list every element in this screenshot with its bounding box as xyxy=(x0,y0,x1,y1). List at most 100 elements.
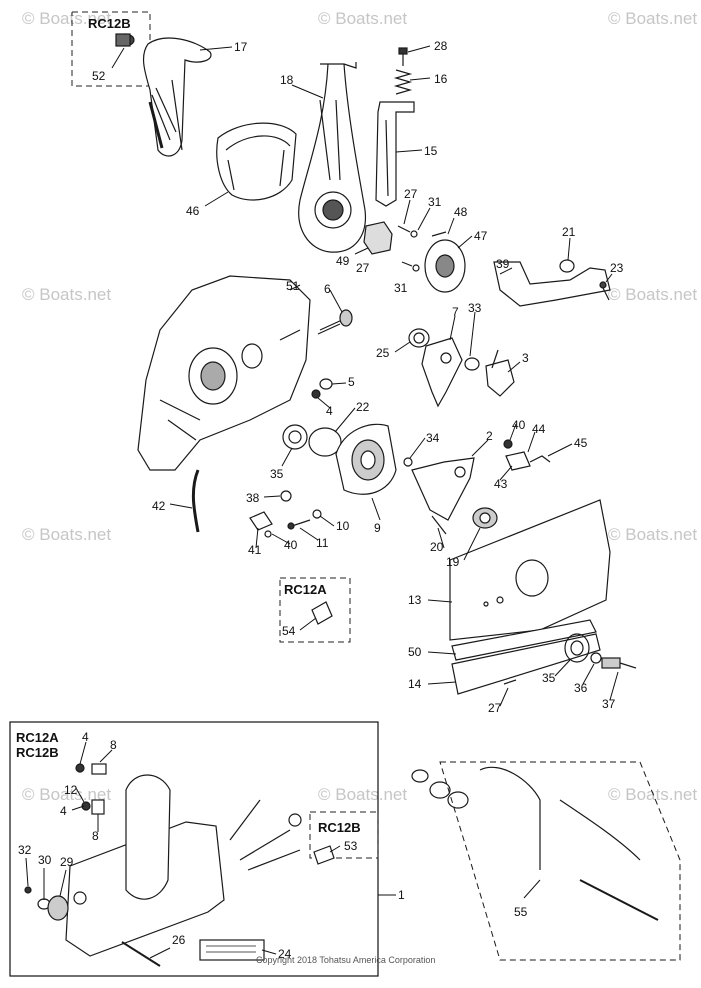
watermark-5: © Boats.net xyxy=(608,285,697,304)
callout-24: 24 xyxy=(278,947,292,961)
callout-14: 14 xyxy=(408,677,422,691)
callout-11: 11 xyxy=(316,536,329,550)
part-9-drum xyxy=(335,423,397,495)
callout-17: 17 xyxy=(234,40,248,54)
copyright-text: Copyright 2018 Tohatsu America Corporati… xyxy=(256,955,435,965)
callout-49: 49 xyxy=(336,254,350,268)
callout-15: 15 xyxy=(424,144,438,158)
callout-34: 34 xyxy=(426,431,440,445)
part-33-washer xyxy=(464,357,480,371)
part-19-bushing xyxy=(472,507,498,529)
callout-13: 13 xyxy=(408,593,422,607)
callout-10: 10 xyxy=(336,519,350,533)
callout-6: 6 xyxy=(324,282,331,296)
callout-41: 41 xyxy=(248,543,262,557)
callout-8-bottom-a: 8 xyxy=(110,738,117,752)
part-37-bolt xyxy=(601,657,637,669)
callout-39: 39 xyxy=(496,257,510,271)
callout-42: 42 xyxy=(152,499,166,513)
callout-22: 22 xyxy=(356,400,370,414)
callout-32: 32 xyxy=(18,843,32,857)
callout-16: 16 xyxy=(434,72,448,86)
part-17-handle-grip xyxy=(142,37,212,157)
watermark-9: © Boats.net xyxy=(318,785,407,804)
rc12a-bottom-label: RC12A xyxy=(16,730,59,745)
watermark-2: © Boats.net xyxy=(318,9,407,28)
part-54-clip xyxy=(311,601,333,625)
part-4-nut xyxy=(311,389,321,399)
bottom-assembly-box: RC12A RC12B RC12B xyxy=(9,721,379,977)
watermark-10: © Boats.net xyxy=(608,785,697,804)
callout-28: 28 xyxy=(434,39,448,53)
callout-30: 30 xyxy=(38,853,52,867)
part-16-spring xyxy=(393,69,413,95)
watermark-4: © Boats.net xyxy=(22,285,111,304)
part-50-gasket xyxy=(451,619,597,661)
callout-38: 38 xyxy=(246,491,260,505)
callout-8-bottom-b: 8 xyxy=(92,829,99,843)
watermark-8: © Boats.net xyxy=(22,785,111,804)
part-42-cable xyxy=(191,469,200,533)
callout-51: 51 xyxy=(286,279,300,293)
rc12b-top-label: RC12B xyxy=(88,16,131,31)
callout-40-lower: 40 xyxy=(284,538,298,552)
part-32-30-29-washers xyxy=(24,886,69,921)
callout-52: 52 xyxy=(92,69,106,83)
callout-36: 36 xyxy=(574,681,588,695)
watermarks: © Boats.net © Boats.net © Boats.net © Bo… xyxy=(22,9,697,804)
callout-47: 47 xyxy=(474,229,488,243)
callout-5: 5 xyxy=(348,375,355,389)
callout-7: 7 xyxy=(452,305,459,319)
part-6-bolt xyxy=(317,309,353,335)
callout-27-upper-b: 27 xyxy=(356,261,370,275)
callout-numbers: 52 17 18 28 16 15 46 27 31 48 47 49 27 3… xyxy=(18,39,624,961)
part-27-screw-lower xyxy=(503,679,517,685)
part-10-nut xyxy=(312,509,322,519)
callout-35-upper: 35 xyxy=(270,467,284,481)
rc12b-bottom-label: RC12B xyxy=(16,745,59,760)
part-52-knob xyxy=(115,33,135,47)
part-15-rod xyxy=(375,101,415,207)
part-20-screw xyxy=(431,515,447,535)
callout-31-upper-b: 31 xyxy=(394,281,408,295)
callout-35-lower: 35 xyxy=(542,671,556,685)
part-39-bracket xyxy=(493,259,611,307)
part-27-31-screws-upper xyxy=(397,225,447,272)
rc12b-inner-label: RC12B xyxy=(318,820,361,835)
part-14-plate xyxy=(451,633,601,695)
part-46-cover xyxy=(216,122,297,201)
part-35-seal-upper xyxy=(282,424,308,450)
part-51-housing xyxy=(137,275,311,471)
watermark-7: © Boats.net xyxy=(608,525,697,544)
part-24-label xyxy=(199,939,265,961)
callout-50: 50 xyxy=(408,645,422,659)
part-49-block xyxy=(363,221,393,255)
callout-54: 54 xyxy=(282,624,296,638)
part-40-43-44-45-small xyxy=(503,439,551,471)
callout-45: 45 xyxy=(574,436,588,450)
watermark-6: © Boats.net xyxy=(22,525,111,544)
callout-18: 18 xyxy=(280,73,294,87)
part-36-washer xyxy=(590,652,602,664)
callout-48: 48 xyxy=(454,205,468,219)
callout-43: 43 xyxy=(494,477,508,491)
callout-4-upper: 4 xyxy=(326,404,333,418)
part-25-seal xyxy=(408,328,430,348)
callout-55: 55 xyxy=(514,905,528,919)
part-drawings xyxy=(24,33,681,967)
callout-2: 2 xyxy=(486,429,493,443)
callout-26: 26 xyxy=(172,933,186,947)
callout-20: 20 xyxy=(430,540,444,554)
part-11-screw xyxy=(287,519,311,530)
callout-31-upper-a: 31 xyxy=(428,195,442,209)
callout-12: 12 xyxy=(64,783,78,797)
part-55-bracket-assembly xyxy=(411,761,681,961)
part-5-washer xyxy=(319,378,333,390)
callout-33: 33 xyxy=(468,301,482,315)
callout-29: 29 xyxy=(60,855,74,869)
part-26-bolt xyxy=(121,941,161,967)
part-35-seal-lower xyxy=(564,633,590,663)
part-22-o-ring xyxy=(308,427,342,457)
part-28-screw xyxy=(398,47,408,66)
